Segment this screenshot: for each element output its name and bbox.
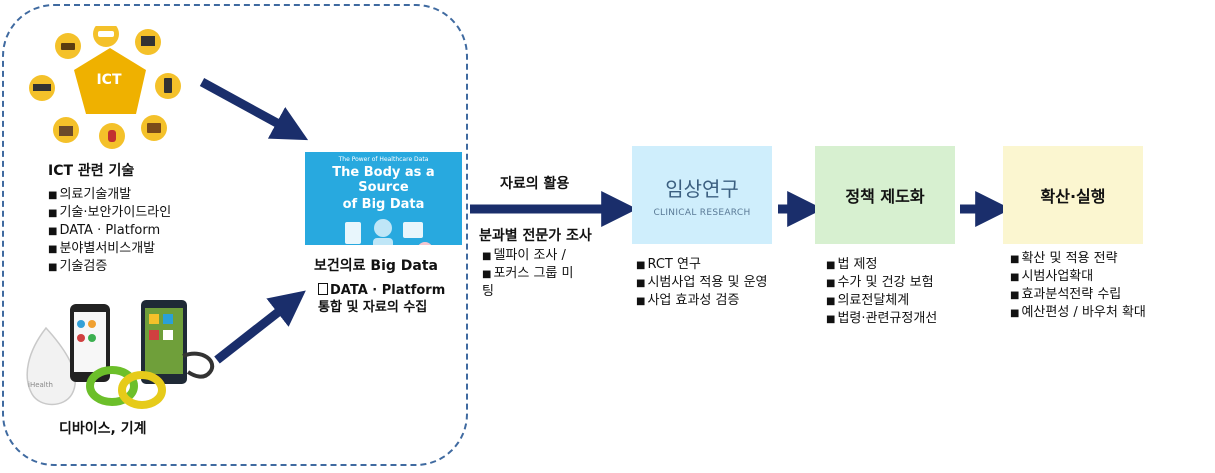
box-glyph-icon <box>318 283 328 295</box>
policy-item: 법 제정 <box>826 256 937 274</box>
expert-survey-wrap: 팅 <box>482 284 494 299</box>
ict-item: 기술·보안가이드라인 <box>48 204 171 222</box>
body-figure-graphic <box>345 219 432 245</box>
expand-box: 확산·실행 <box>1003 146 1143 244</box>
clinical-item-list: RCT 연구 시범사업 적용 및 운영 사업 효과성 검증 <box>636 256 768 310</box>
expand-item: 효과분석전략 수립 <box>1010 286 1146 304</box>
arrow-label-data-use: 자료의 활용 <box>500 176 570 192</box>
ict-cluster-graphic <box>29 26 181 149</box>
ihealth-text: iHealth <box>28 381 53 389</box>
expert-survey-item: 델파이 조사 / <box>482 247 573 265</box>
ict-to-bigdata-arrow <box>199 78 309 141</box>
poster-title-line2: of Big Data <box>342 197 425 212</box>
ict-item: DATA · Platform <box>48 222 171 240</box>
yellow-band-shape <box>118 371 166 409</box>
expand-item-list: 확산 및 적용 전략 시범사업확대 효과분석전략 수립 예산편성 / 바우처 확… <box>1010 250 1146 322</box>
expand-item: 확산 및 적용 전략 <box>1010 250 1146 268</box>
bigdata-poster: The Power of Healthcare Data The Body as… <box>305 152 462 245</box>
devices-graphic <box>26 300 214 409</box>
ict-data-frame <box>2 4 468 466</box>
bigdata-sub-line2: 통합 및 자료의 수집 <box>318 300 428 315</box>
ict-item: 의료기술개발 <box>48 186 171 204</box>
stethoscope-shape <box>182 351 214 379</box>
expand-item: 예산편성 / 바우처 확대 <box>1010 304 1145 322</box>
ict-heading: ICT 관련 기술 <box>48 163 135 179</box>
clinical-item: RCT 연구 <box>636 256 768 274</box>
bigdata-label: 보건의료 Big Data <box>314 258 438 274</box>
ict-item-list: 의료기술개발 기술·보안가이드라인 DATA · Platform 분야별서비스… <box>48 186 171 276</box>
expert-survey-heading: 분과별 전문가 조사 <box>479 228 592 244</box>
ict-item: 분야별서비스개발 <box>48 240 171 258</box>
expand-title: 확산·실행 <box>1040 187 1106 206</box>
clinical-item: 시범사업 적용 및 운영 <box>636 274 767 292</box>
clinical-title: 임상연구 <box>665 176 739 201</box>
poster-title-line1: The Body as a Source <box>332 165 435 195</box>
policy-item: 의료전달체계 <box>826 292 937 310</box>
devices-label: 디바이스, 기계 <box>59 421 147 437</box>
green-band-shape <box>86 366 138 406</box>
expand-item: 시범사업확대 <box>1010 268 1146 286</box>
clinical-item: 사업 효과성 검증 <box>636 292 768 310</box>
policy-title: 정책 제도화 <box>845 187 925 206</box>
bigdata-sub-text: DATA · Platform <box>330 283 446 298</box>
clinical-research-box: 임상연구 CLINICAL RESEARCH <box>632 146 772 244</box>
ict-center-label: ICT <box>96 72 122 88</box>
ict-pentagon-shape <box>74 48 146 114</box>
policy-item-list: 법 제정 수가 및 건강 보험 의료전달체계 법령·관련규정개선 <box>826 256 937 328</box>
bigdata-sub-line1: DATA · Platform <box>318 282 445 299</box>
poster-top-text: The Power of Healthcare Data <box>338 156 429 163</box>
policy-item: 수가 및 건강 보험 <box>826 274 937 292</box>
expert-survey-list: 델파이 조사 / 포커스 그룹 미 <box>482 247 573 283</box>
clinical-subtitle: CLINICAL RESEARCH <box>653 207 751 218</box>
ict-item: 기술검증 <box>48 258 171 276</box>
devices-to-bigdata-arrow <box>214 290 306 364</box>
policy-item: 법령·관련규정개선 <box>826 310 937 328</box>
expert-survey-item: 포커스 그룹 미 <box>482 265 573 283</box>
policy-box: 정책 제도화 <box>815 146 955 244</box>
